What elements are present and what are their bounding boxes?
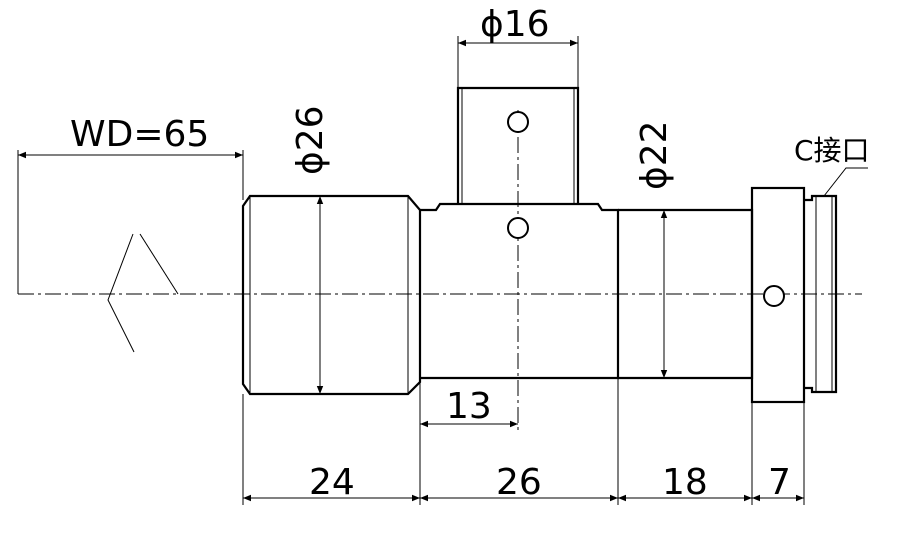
lens-body	[241, 86, 838, 404]
c-mount-leader	[823, 167, 868, 197]
screw-hole-top-mount	[507, 111, 529, 133]
c-mount-thread	[804, 194, 838, 394]
c-mount-label: C接口	[794, 134, 870, 167]
dim18-label: 18	[662, 462, 708, 503]
dim13-label: 13	[446, 386, 492, 427]
axis-break-stub	[139, 233, 179, 295]
dim24-label: 24	[309, 462, 355, 503]
wd-label: WD=65	[70, 114, 209, 155]
dia22-label: ϕ22	[634, 120, 675, 190]
screw-hole-body	[507, 217, 529, 239]
top-mount	[456, 86, 580, 204]
c-mount-flange	[750, 186, 806, 404]
middle-body	[420, 202, 620, 380]
axis-break-symbol	[107, 233, 135, 353]
dia16-label: ϕ16	[480, 4, 550, 45]
dia26-label: ϕ26	[290, 105, 331, 175]
dim26-label: 26	[496, 462, 542, 503]
front-barrel	[241, 194, 422, 396]
dim7-label: 7	[768, 462, 791, 503]
screw-hole-flange	[763, 285, 785, 307]
